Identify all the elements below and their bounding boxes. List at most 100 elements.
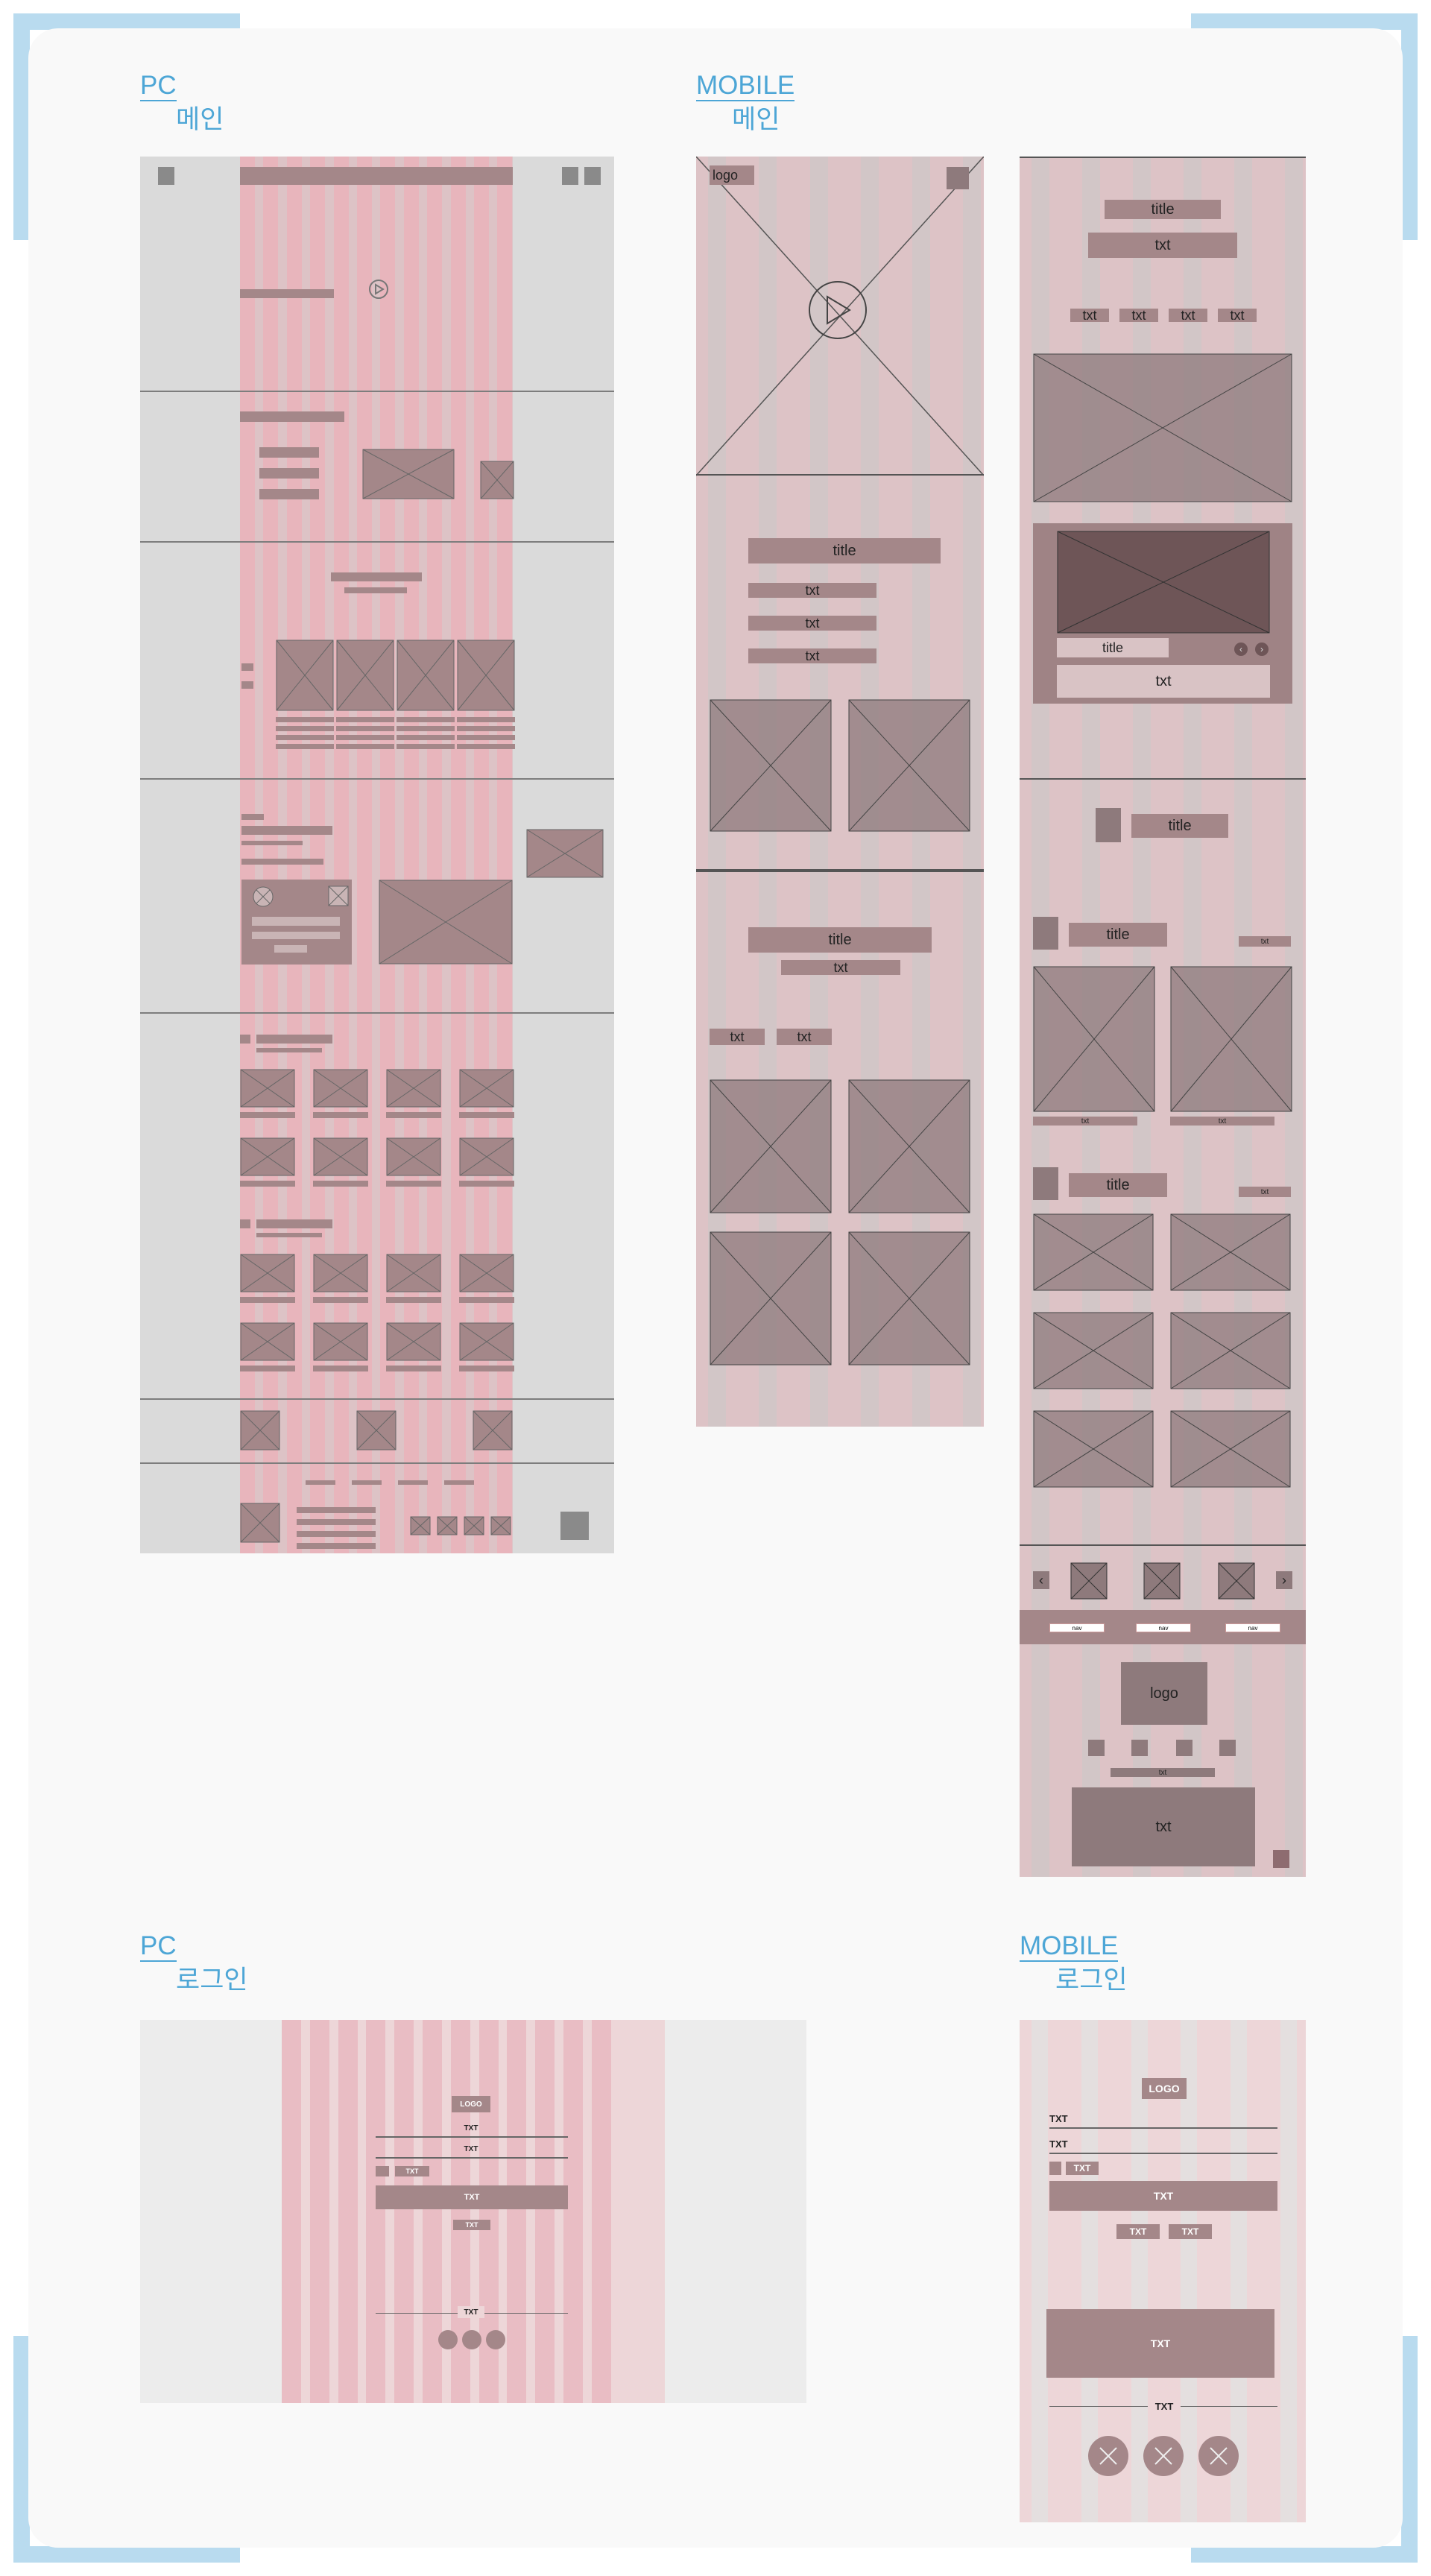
card-text <box>457 735 515 740</box>
next-arrow-icon[interactable]: › <box>1276 1571 1292 1589</box>
sub-link[interactable]: TXT <box>1116 2224 1160 2239</box>
heading-line1: MOBILE <box>696 71 795 101</box>
caption: txt <box>1033 1117 1137 1126</box>
nav-tab[interactable]: nav <box>1225 1623 1280 1632</box>
field-underline[interactable] <box>376 2157 568 2159</box>
corner-bracket-br <box>1191 2546 1418 2563</box>
grid-gutter <box>1231 2020 1248 2522</box>
heading-line2: 메인 <box>732 105 780 134</box>
corner-bracket-tl <box>13 13 240 30</box>
mobile-main-wireframe-a: logo title txt txt txt title txt txt txt <box>696 157 984 1427</box>
product-caption <box>313 1181 368 1187</box>
slider-text: txt <box>1057 665 1270 698</box>
section-title <box>241 826 332 835</box>
image-placeholder <box>240 1137 295 1176</box>
grid-column <box>338 2020 358 2403</box>
grid-gutter <box>1032 2020 1048 2522</box>
tag: txt <box>777 1029 832 1045</box>
social-icon[interactable] <box>1088 1740 1105 1756</box>
corner-bracket-tr <box>1191 13 1418 30</box>
checkbox[interactable] <box>376 2166 389 2176</box>
image-placeholder <box>459 1322 514 1361</box>
social-login-icon[interactable] <box>1197 2434 1240 2478</box>
mobile-login-wireframe: LOGO TXT TXT TXT TXT TXT TXT TXT TXT <box>1020 2020 1306 2522</box>
heading-pc-main: PC 메인 <box>140 69 224 137</box>
image-placeholder <box>1033 353 1292 502</box>
social-icon[interactable] <box>1176 1740 1192 1756</box>
hero-subtitle: txt <box>1088 233 1237 258</box>
field-underline[interactable] <box>1049 2127 1277 2129</box>
image-placeholder <box>356 1410 397 1450</box>
image-placeholder <box>386 1322 441 1361</box>
field-underline[interactable] <box>1049 2153 1277 2154</box>
login-button[interactable]: TXT <box>376 2185 568 2209</box>
grid-column <box>240 157 255 1553</box>
product-caption <box>313 1366 368 1371</box>
menu-icon <box>947 167 969 189</box>
card-text <box>276 744 334 749</box>
image-placeholder <box>379 880 513 965</box>
product-caption <box>313 1112 368 1118</box>
next-arrow-icon[interactable]: › <box>1255 643 1269 656</box>
social-icon[interactable] <box>1219 1740 1236 1756</box>
modal-image <box>328 886 349 906</box>
login-button[interactable]: TXT <box>1049 2181 1277 2211</box>
grid-column <box>310 157 326 1553</box>
image-placeholder <box>459 1137 514 1176</box>
social-icon[interactable] <box>1131 1740 1148 1756</box>
list-item <box>259 489 319 499</box>
banner: TXT <box>1046 2309 1274 2378</box>
image-placeholder <box>480 461 514 499</box>
social-login-icon[interactable] <box>462 2330 481 2349</box>
modal-field <box>252 932 340 939</box>
corner-bracket-tl <box>13 13 30 240</box>
image-placeholder <box>313 1254 368 1292</box>
chip-row <box>241 859 323 865</box>
grid-column <box>427 157 443 1553</box>
social-login-icon[interactable] <box>486 2330 505 2349</box>
sub-link[interactable]: TXT <box>1169 2224 1212 2239</box>
image-placeholder <box>1170 1410 1291 1488</box>
social-login-icon[interactable] <box>1142 2434 1185 2478</box>
image-placeholder <box>1033 1213 1154 1291</box>
prev-arrow-icon[interactable]: ‹ <box>1033 1571 1049 1589</box>
card-text <box>457 726 515 731</box>
image-placeholder <box>1033 1312 1154 1389</box>
heading-line1: PC <box>140 71 177 101</box>
footer-text <box>297 1519 376 1525</box>
social-login-icon[interactable] <box>438 2330 458 2349</box>
footer-link <box>352 1480 382 1485</box>
pc-main-wireframe <box>140 157 614 1553</box>
top-button[interactable] <box>1273 1850 1289 1868</box>
image-placeholder <box>457 640 515 711</box>
sub-link[interactable]: TXT <box>453 2220 490 2230</box>
card-text <box>397 726 455 731</box>
image-placeholder <box>386 1069 441 1108</box>
image-placeholder <box>386 1137 441 1176</box>
divider-text: TXT <box>458 2306 484 2318</box>
corner-bracket-bl <box>13 2546 240 2563</box>
image-placeholder <box>313 1322 368 1361</box>
grid-column <box>263 157 279 1553</box>
grid-column <box>357 157 372 1553</box>
heading-mobile-main: MOBILE 메인 <box>696 69 795 137</box>
more-link[interactable]: txt <box>1239 1187 1291 1197</box>
more-link[interactable]: txt <box>1239 936 1291 947</box>
grid-column <box>450 157 466 1553</box>
image-placeholder <box>848 1231 970 1366</box>
nav-tab[interactable]: nav <box>1049 1623 1105 1632</box>
nav-tab[interactable]: nav <box>1136 1623 1191 1632</box>
social-login-icon[interactable] <box>1087 2434 1130 2478</box>
card-text <box>336 744 394 749</box>
grid-column <box>591 2020 611 2403</box>
checkbox[interactable] <box>1049 2162 1061 2175</box>
image-placeholder <box>490 1516 511 1535</box>
image-placeholder <box>1033 1410 1154 1488</box>
field-underline[interactable] <box>376 2136 568 2138</box>
prev-arrow-icon[interactable]: ‹ <box>1234 643 1248 656</box>
slider-title: title <box>1057 638 1169 657</box>
image-placeholder <box>1033 966 1155 1112</box>
section-title <box>240 411 344 422</box>
footer-logo: logo <box>1121 1662 1207 1725</box>
image-placeholder <box>526 829 604 878</box>
